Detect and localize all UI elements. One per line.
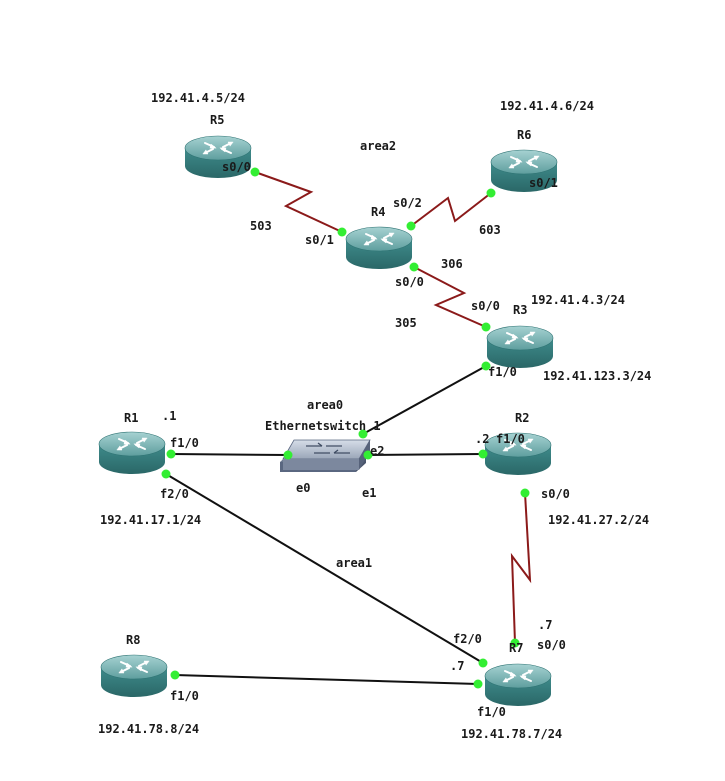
router-r6-ip: 192.41.4.6/24 [500, 99, 594, 113]
dlci-603-label: 603 [479, 223, 501, 237]
iface-r7-f10: f1/0 [477, 705, 506, 719]
iface-r7-s00: s0/0 [537, 638, 566, 652]
port-dot-r2-f10 [478, 449, 488, 459]
port-dot-r8-f10 [170, 670, 180, 680]
port-dot-r7-s00 [510, 638, 520, 648]
router-r7-host-upper: .7 [538, 618, 553, 632]
router-r2-ip: 192.41.27.2/24 [548, 513, 650, 527]
link-r1-r7 [165, 473, 484, 664]
port-dot-r4-s02 [406, 221, 416, 231]
iface-r7-f20: f2/0 [453, 632, 482, 646]
router-r7-name: R7 [509, 641, 524, 655]
router-r1-icon[interactable] [98, 431, 166, 475]
router-r3-icon[interactable] [486, 325, 554, 369]
port-dot-r7-f10 [473, 679, 483, 689]
switch-name: Ethernetswitch 1 [265, 419, 381, 433]
link-r4-r6 [410, 192, 492, 227]
router-r3-name: R3 [513, 303, 528, 317]
link-r3-switch [362, 365, 487, 435]
link-r5-r4 [254, 171, 343, 233]
router-r1-host: .1 [162, 409, 177, 423]
iface-r3-s00: s0/0 [471, 299, 500, 313]
area1-label: area1 [336, 556, 373, 570]
port-dot-r7-f20 [478, 658, 488, 668]
dlci-305-label: 305 [395, 316, 417, 330]
port-dot-r4-s01 [337, 227, 347, 237]
router-r5-ip: 192.41.4.5/24 [151, 91, 245, 105]
link-switch-r2 [367, 453, 484, 456]
router-r5-name: R5 [210, 113, 225, 127]
iface-r5-s00: s0/0 [222, 160, 251, 174]
iface-r2-s00: s0/0 [541, 487, 570, 501]
link-r2-r7 [510, 492, 532, 644]
area2-label: area2 [360, 139, 397, 153]
iface-r3-f10: f1/0 [488, 365, 517, 379]
port-dot-r3-s00 [481, 322, 491, 332]
router-r4-name: R4 [371, 205, 386, 219]
router-r7-icon[interactable] [484, 663, 552, 707]
router-r4-icon[interactable] [345, 226, 413, 270]
ethernet-switch-icon[interactable] [280, 438, 371, 472]
iface-r8-f10: f1/0 [170, 689, 199, 703]
area0-label: area0 [307, 398, 344, 412]
link-r8-r7 [174, 674, 479, 685]
router-r1-ip: 192.41.17.1/24 [100, 513, 202, 527]
router-r7-ip: 192.41.78.7/24 [461, 727, 563, 741]
port-dot-r6-s01 [486, 188, 496, 198]
router-r3-ip2: 192.41.123.3/24 [543, 369, 652, 383]
router-r2-host: .2 [475, 432, 490, 446]
link-r1-switch [170, 453, 289, 456]
dlci-503-label: 503 [250, 219, 272, 233]
iface-switch-e0: e0 [296, 481, 311, 495]
router-r8-name: R8 [126, 633, 141, 647]
iface-r2-f10: f1/0 [496, 432, 525, 446]
iface-r1-f10: f1/0 [170, 436, 199, 450]
iface-r4-s00: s0/0 [395, 275, 424, 289]
port-dot-switch-e2 [363, 450, 373, 460]
iface-r6-s01: s0/1 [529, 176, 558, 190]
router-r2-name: R2 [515, 411, 530, 425]
port-dot-r4-s00 [409, 262, 419, 272]
port-dot-r2-s00 [520, 488, 530, 498]
port-dot-r1-f20 [161, 469, 171, 479]
dlci-306-label: 306 [441, 257, 463, 271]
port-dot-r3-f10 [481, 361, 491, 371]
iface-switch-e2: e2 [370, 444, 385, 458]
port-dot-r5-s00 [250, 167, 260, 177]
iface-r4-s02: s0/2 [393, 196, 422, 210]
router-r3-ip: 192.41.4.3/24 [531, 293, 625, 307]
iface-switch-e1: e1 [362, 486, 377, 500]
port-dot-switch-e0 [283, 450, 293, 460]
router-r6-name: R6 [517, 128, 532, 142]
port-dot-r1-f10 [166, 449, 176, 459]
router-r8-icon[interactable] [100, 654, 168, 698]
iface-r1-f20: f2/0 [160, 487, 189, 501]
port-dots [161, 167, 530, 689]
router-r1-name: R1 [124, 411, 139, 425]
router-r7-host-lower: .7 [450, 659, 465, 673]
link-r4-r3 [413, 266, 487, 328]
port-dot-switch-e1 [358, 429, 368, 439]
iface-r4-s01: s0/1 [305, 233, 334, 247]
router-r8-ip: 192.41.78.8/24 [98, 722, 200, 736]
